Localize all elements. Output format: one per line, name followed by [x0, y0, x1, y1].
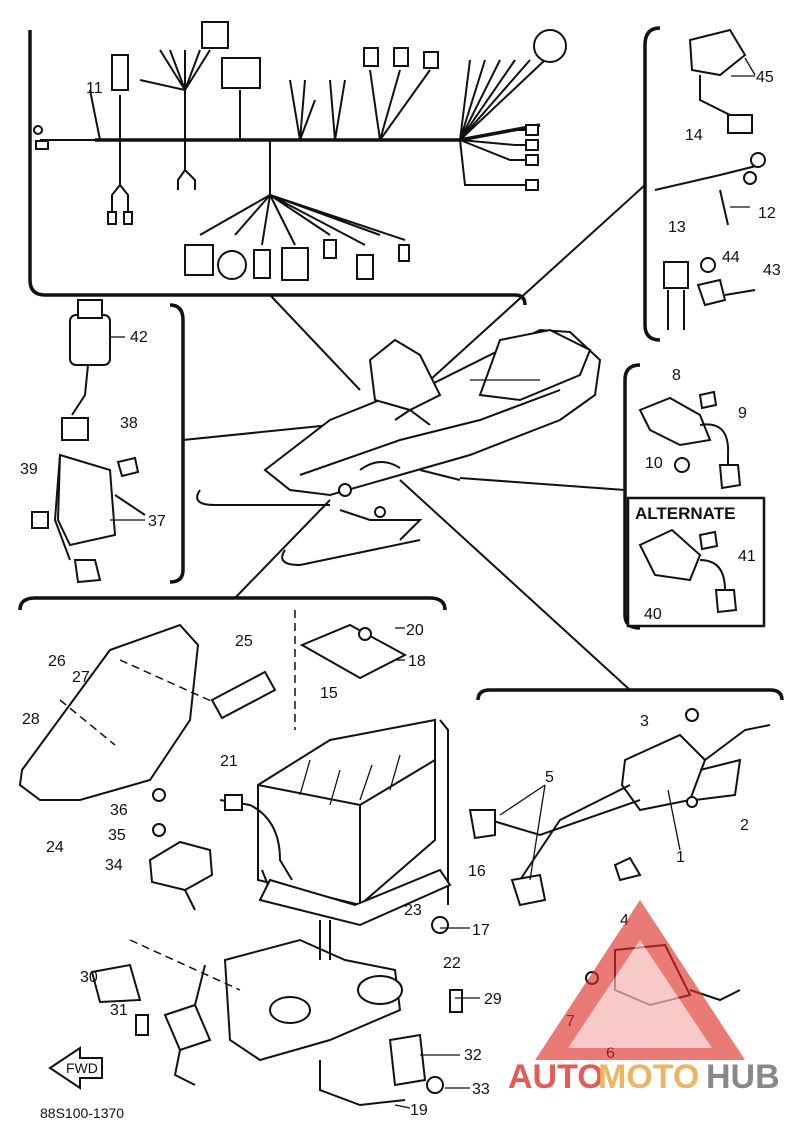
label-1: 1: [676, 849, 685, 866]
watermark-logo: AUTO MOTO HUB: [508, 900, 780, 1096]
front-arrow-label: FWD: [66, 1060, 98, 1076]
main-wire-harness: [33, 21, 567, 281]
label-15: 15: [320, 685, 338, 702]
label-41: 41: [738, 548, 756, 565]
label-14: 14: [685, 127, 703, 144]
label-35: 35: [108, 827, 126, 844]
label-42: 42: [130, 329, 148, 346]
label-30: 30: [80, 969, 98, 986]
label-3: 3: [640, 713, 649, 730]
label-45: 45: [756, 69, 774, 86]
front-arrow: FWD: [48, 1046, 103, 1090]
label-37: 37: [148, 513, 166, 530]
label-13: 13: [668, 219, 686, 236]
label-33: 33: [472, 1081, 490, 1098]
part-number-labels: 11 45 14 12 13 44 43 42 38 39 37 8 9 10 …: [20, 69, 781, 1119]
label-36: 36: [110, 802, 128, 819]
label-40: 40: [644, 606, 662, 623]
label-16: 16: [468, 863, 486, 880]
label-26: 26: [48, 653, 66, 670]
label-8: 8: [672, 367, 681, 384]
top-right-parts: [654, 28, 766, 330]
label-20: 20: [406, 622, 424, 639]
label-43: 43: [763, 262, 781, 279]
battery-assembly: [18, 610, 463, 1107]
label-12: 12: [758, 205, 776, 222]
right-middle-parts: [626, 390, 766, 628]
label-23: 23: [404, 902, 422, 919]
label-38: 38: [120, 415, 138, 432]
label-25: 25: [235, 633, 253, 650]
label-2: 2: [740, 817, 749, 834]
snowmobile-illustration: [196, 328, 602, 567]
label-18: 18: [408, 653, 426, 670]
label-24: 24: [46, 839, 64, 856]
label-29: 29: [484, 991, 502, 1008]
label-22: 22: [443, 955, 461, 972]
label-11: 11: [86, 80, 103, 97]
label-21: 21: [220, 753, 238, 770]
label-31: 31: [110, 1002, 128, 1019]
label-44: 44: [722, 249, 740, 266]
label-4: 4: [620, 912, 629, 929]
watermark-hub: HUB: [706, 1058, 780, 1096]
label-17: 17: [472, 922, 490, 939]
label-9: 9: [738, 405, 747, 422]
label-19: 19: [410, 1102, 428, 1119]
label-39: 39: [20, 461, 38, 478]
label-10: 10: [645, 455, 663, 472]
left-middle-parts: [31, 299, 146, 584]
label-28: 28: [22, 711, 40, 728]
alternate-label: ALTERNATE: [635, 504, 735, 523]
diagram-reference: 88S100-1370: [40, 1105, 124, 1121]
label-32: 32: [464, 1047, 482, 1064]
watermark-moto: MOTO: [598, 1058, 699, 1096]
label-27: 27: [72, 669, 90, 686]
watermark-auto: AUTO: [508, 1058, 604, 1096]
callout-leaders: [110, 75, 755, 1109]
label-5: 5: [545, 769, 554, 786]
label-34: 34: [105, 857, 123, 874]
